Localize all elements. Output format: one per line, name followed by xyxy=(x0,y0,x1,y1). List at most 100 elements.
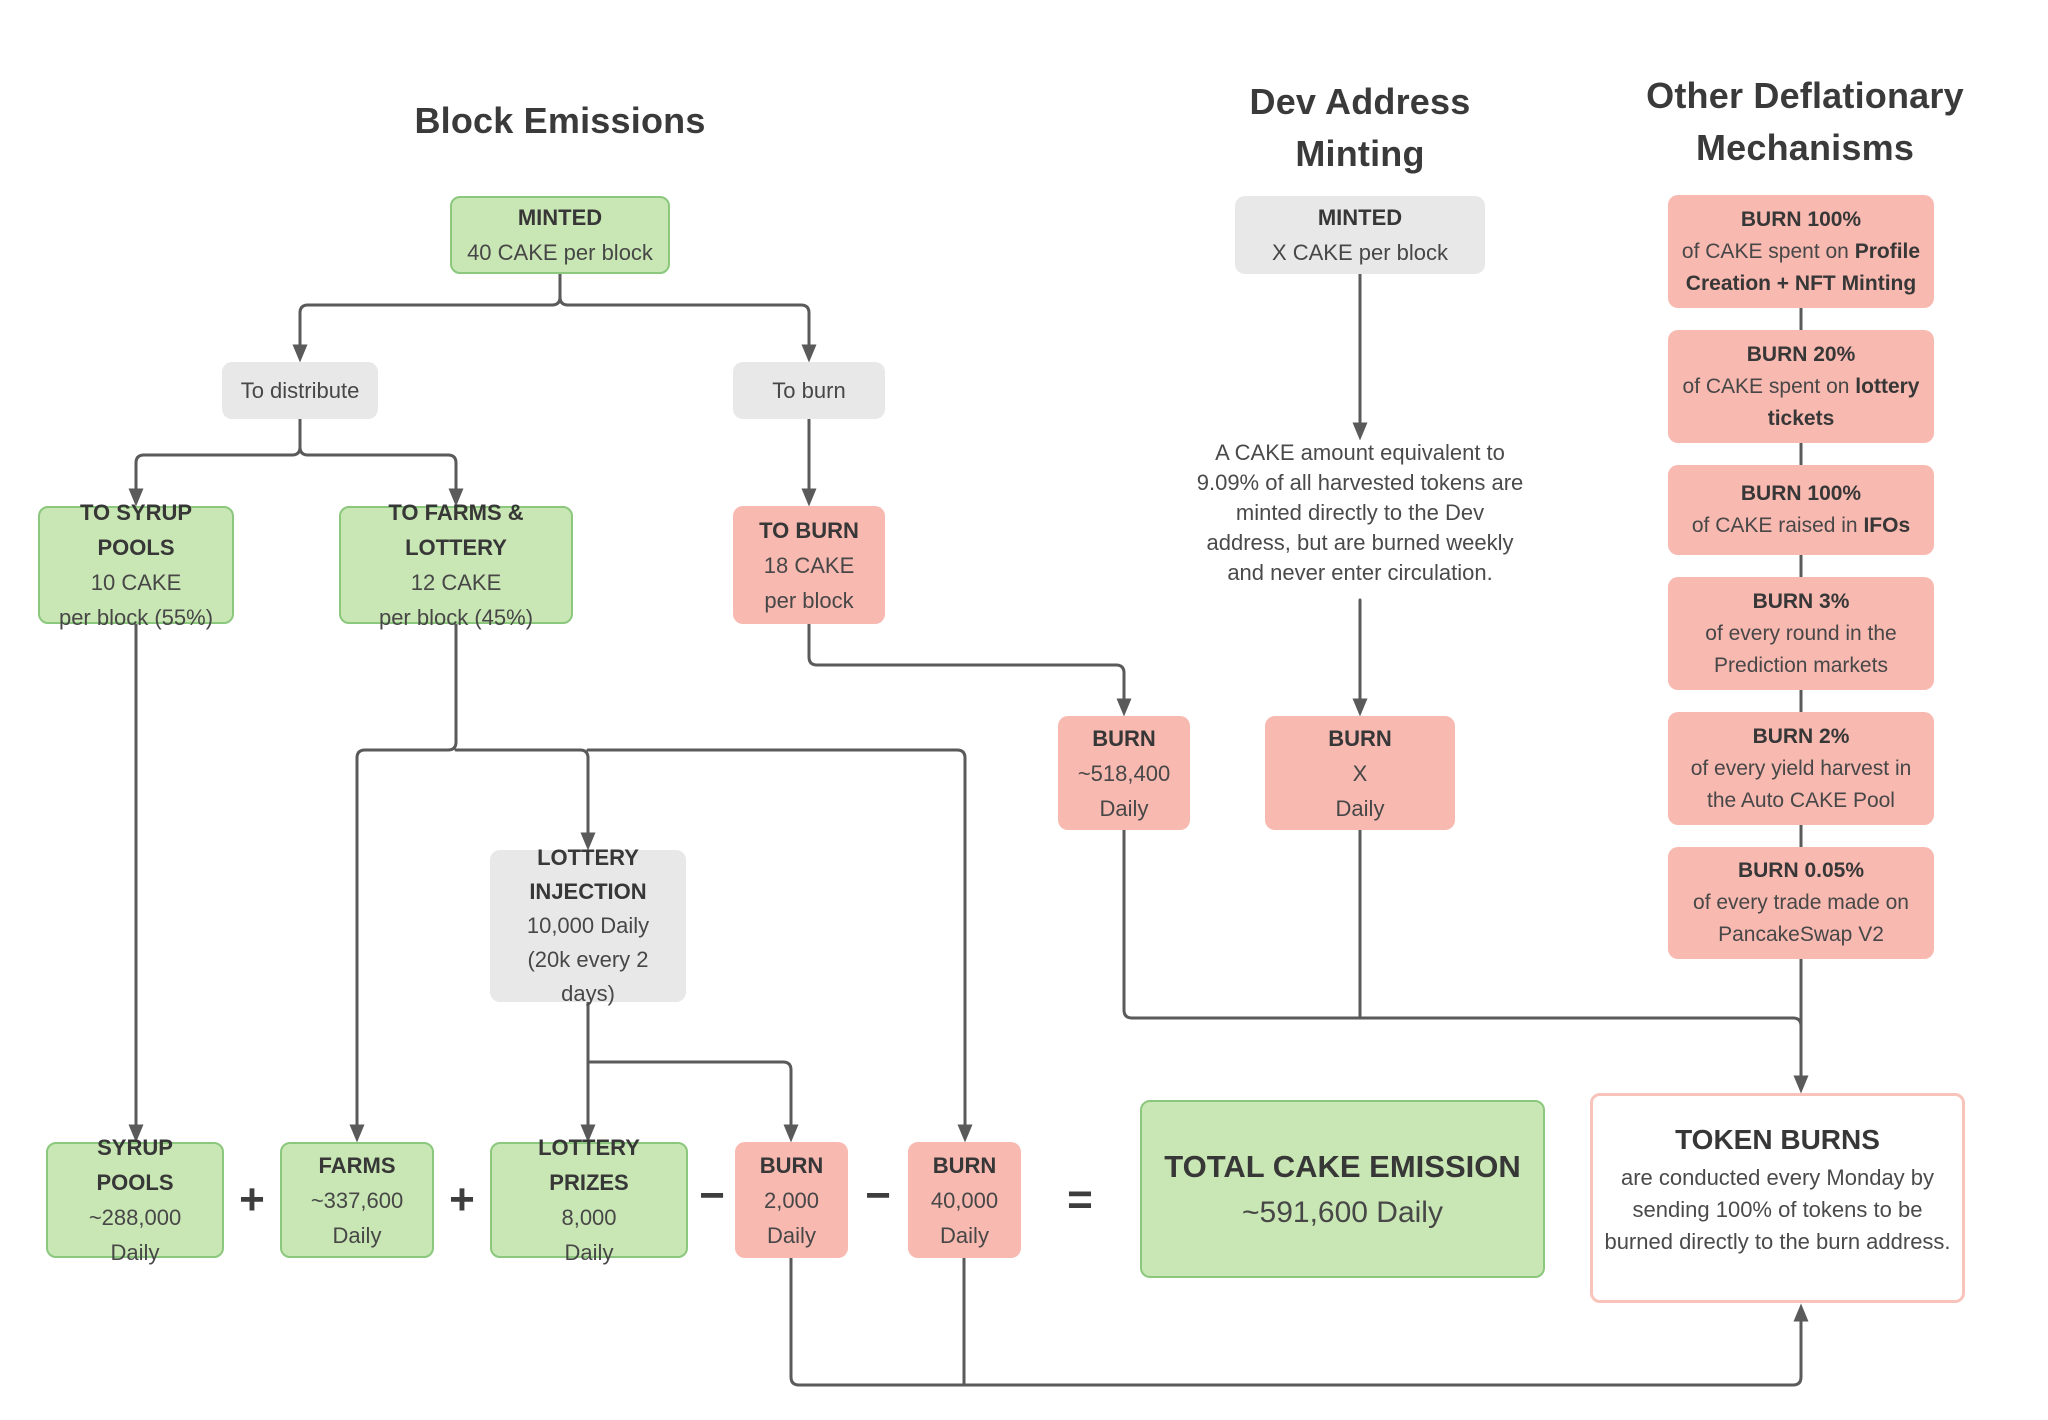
to-farms-lottery-node: TO FARMS & LOTTERY 12 CAKE per block (45… xyxy=(339,500,573,630)
edge-farmssplit-to-burn40000 xyxy=(586,748,973,1143)
minus-operator-1: − xyxy=(699,1171,725,1220)
node-title: BURN xyxy=(1328,725,1392,751)
node-body: of CAKE spent on Profile Creation + NFT … xyxy=(1676,236,1926,300)
node-line: Daily xyxy=(1099,795,1149,821)
node-line: (20k every 2 days) xyxy=(527,947,649,1006)
node-title: TOKEN BURNS xyxy=(1675,1124,1880,1155)
node-title: LOTTERY PRIZES xyxy=(538,1135,640,1195)
to-burn-label-node: To burn xyxy=(733,362,885,419)
body-bold-text: IFOs xyxy=(1863,514,1911,537)
edge-burnsplit-to-burn518400 xyxy=(807,622,1132,717)
node-title: BURN 2% xyxy=(1752,724,1850,748)
title-other-deflationary-mechanisms: Other Deflationary Mechanisms xyxy=(1620,70,1990,174)
title-dev-address-minting: Dev Address Minting xyxy=(1170,76,1550,180)
node-title: BURN 100% xyxy=(1740,207,1862,231)
node-line: X xyxy=(1352,760,1368,786)
body-text: of every trade made on PancakeSwap V2 xyxy=(1693,891,1909,946)
node-body: of every trade made on PancakeSwap V2 xyxy=(1676,887,1926,951)
node-title: BURN 0.05% xyxy=(1737,859,1865,882)
edge-distribute-to-syrup xyxy=(128,417,302,507)
node-body: of CAKE spent on lottery tickets xyxy=(1676,371,1926,435)
burn-2000-node: BURN 2,000 Daily xyxy=(735,1142,848,1258)
node-line: Daily xyxy=(332,1222,382,1248)
node-title: TO BURN xyxy=(759,517,859,543)
node-title: BURN xyxy=(932,1152,997,1178)
syrup-pools-node: SYRUP POOLS ~288,000 Daily xyxy=(46,1135,224,1265)
burn-20-lottery-node: BURN 20% of CAKE spent on lottery ticket… xyxy=(1668,330,1934,443)
edge-minted-to-distribute xyxy=(292,272,562,363)
burn-x-daily-node: BURN X Daily xyxy=(1265,716,1455,830)
node-line: 10 CAKE xyxy=(90,570,182,595)
edge-distribute-to-farms xyxy=(298,417,464,507)
node-title: FARMS xyxy=(318,1152,396,1178)
note-line: sending 100% of tokens to be xyxy=(1632,1197,1923,1222)
node-title: TO SYRUP POOLS xyxy=(79,500,193,560)
dev-minted-node: MINTED X CAKE per block xyxy=(1235,196,1485,274)
node-line: To burn xyxy=(772,378,846,403)
node-line: 18 CAKE xyxy=(763,552,855,578)
note-line: are conducted every Monday by xyxy=(1620,1165,1935,1190)
node-line: per block (45%) xyxy=(378,605,534,630)
node-line: Daily xyxy=(564,1240,614,1265)
farms-node: FARMS ~337,600 Daily xyxy=(280,1142,434,1258)
body-bold-text: lottery tickets xyxy=(1767,374,1920,430)
lottery-injection-node: LOTTERY INJECTION 10,000 Daily (20k ever… xyxy=(490,845,686,1006)
node-line: Daily xyxy=(940,1222,989,1248)
title-line: Block Emissions xyxy=(414,100,706,141)
node-line: 40 CAKE per block xyxy=(467,240,653,265)
burn-518400-node: BURN ~518,400 Daily xyxy=(1058,716,1190,830)
body-bold-text: Profile Creation + NFT Minting xyxy=(1685,239,1921,295)
node-line: per block xyxy=(764,587,854,613)
to-distribute-node: To distribute xyxy=(222,362,378,419)
equals-operator: = xyxy=(1067,1175,1093,1224)
title-block-emissions: Block Emissions xyxy=(320,95,800,147)
note-line: 9.09% of all harvested tokens are xyxy=(1196,470,1524,495)
note-line: and never enter circulation. xyxy=(1227,560,1493,585)
burn-3-prediction-node: BURN 3% of every round in the Prediction… xyxy=(1668,577,1934,690)
node-title: BURN 20% xyxy=(1746,342,1856,366)
burn-100-ifo-node: BURN 100% of CAKE raised in IFOs xyxy=(1668,465,1934,555)
to-syrup-pools-node: TO SYRUP POOLS 10 CAKE per block (55%) xyxy=(38,500,234,630)
burn-005-trade-node: BURN 0.05% of every trade made on Pancak… xyxy=(1668,847,1934,959)
lottery-prizes-node: LOTTERY PRIZES 8,000 Daily xyxy=(490,1135,688,1265)
node-line: 2,000 xyxy=(763,1187,820,1213)
edge-farmssplit-to-farms xyxy=(349,622,458,1143)
node-line: 10,000 Daily xyxy=(526,913,650,938)
node-title: TOTAL CAKE EMISSION xyxy=(1164,1149,1521,1184)
title-line: Other Deflationary xyxy=(1646,75,1964,116)
token-burns-node: TOKEN BURNS are conducted every Monday b… xyxy=(1590,1093,1965,1303)
node-line: ~288,000 xyxy=(88,1205,182,1230)
node-line: 8,000 xyxy=(561,1205,617,1230)
minus-operator-2: − xyxy=(865,1171,891,1220)
node-body: of every round in the Prediction markets xyxy=(1676,618,1926,682)
node-line: 40,000 xyxy=(930,1187,999,1213)
note-line: minted directly to the Dev xyxy=(1235,500,1485,525)
body-text: of CAKE spent on xyxy=(1682,374,1856,398)
node-line: ~591,600 Daily xyxy=(1242,1196,1443,1229)
body-text: of CAKE spent on xyxy=(1681,239,1855,263)
node-line: Daily xyxy=(767,1222,816,1248)
title-line: Mechanisms xyxy=(1695,127,1915,168)
body-text: of every round in the Prediction markets xyxy=(1705,621,1897,677)
title-line: Dev Address xyxy=(1249,81,1471,122)
node-title: BURN xyxy=(1092,725,1156,751)
node-line: 12 CAKE xyxy=(410,570,502,595)
edge-injection-to-burn2000 xyxy=(586,1060,799,1143)
body-text: of CAKE raised in xyxy=(1691,514,1864,537)
dev-minting-note: A CAKE amount equivalent to 9.09% of all… xyxy=(1170,438,1550,588)
node-line: ~518,400 xyxy=(1077,760,1171,786)
title-line: Minting xyxy=(1295,133,1425,174)
node-line: X CAKE per block xyxy=(1271,240,1449,265)
to-burn-node: TO BURN 18 CAKE per block xyxy=(733,506,885,624)
edge-farmssplit-to-lotteryinjection xyxy=(454,748,596,851)
node-line: To distribute xyxy=(240,378,360,403)
burn-40000-node: BURN 40,000 Daily xyxy=(908,1142,1021,1258)
node-title: BURN 100% xyxy=(1740,482,1862,505)
node-title: MINTED xyxy=(517,205,603,230)
note-line: address, but are burned weekly xyxy=(1206,530,1514,555)
edge-minted-to-burn-label xyxy=(558,272,817,363)
total-emission-node: TOTAL CAKE EMISSION ~591,600 Daily xyxy=(1140,1100,1545,1278)
node-body: of every yield harvest in the Auto CAKE … xyxy=(1676,753,1926,817)
